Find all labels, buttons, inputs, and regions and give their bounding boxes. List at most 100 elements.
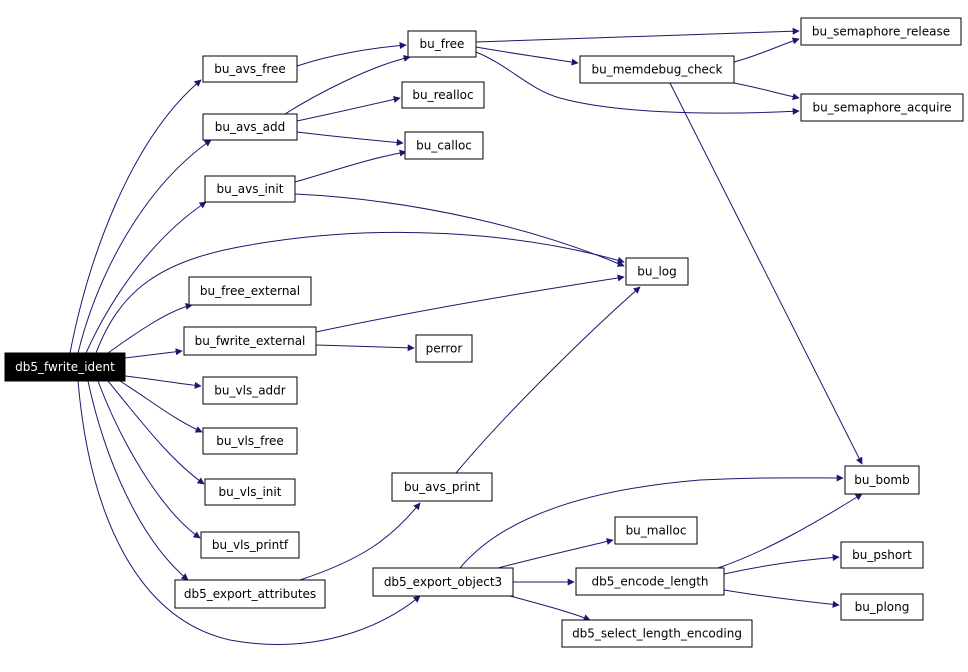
node-free-external[interactable]: bu_free_external	[188, 276, 312, 306]
edge-root-to-free-external	[107, 302, 193, 354]
edge-root-to-avs-add	[77, 139, 212, 354]
node-box-perror	[415, 334, 473, 363]
edge-root-to-vls-init	[107, 380, 205, 485]
edge-export-object3-to-malloc	[497, 538, 614, 569]
node-avs-add[interactable]: bu_avs_add	[202, 113, 298, 141]
edge-memdebug-check-to-semaphore-acquire	[733, 82, 800, 101]
node-export-object3[interactable]: db5_export_object3	[372, 567, 514, 597]
node-select-length-encoding[interactable]: db5_select_length_encoding	[561, 619, 753, 648]
edge-avs-init-to-calloc	[294, 149, 407, 183]
node-semaphore-acquire[interactable]: bu_semaphore_acquire	[800, 93, 964, 122]
node-label-vls-free: bu_vls_free	[216, 434, 284, 448]
edge-root-to-export-object3	[77, 380, 421, 645]
node-label-plong: bu_plong	[855, 600, 910, 614]
edge-root-to-avs-init	[85, 201, 207, 354]
node-box-vls-printf	[200, 531, 300, 559]
node-encode-length[interactable]: db5_encode_length	[575, 567, 725, 596]
node-memdebug-check[interactable]: bu_memdebug_check	[579, 55, 735, 84]
nodes-layer: db5_fwrite_ident bu_avs_free bu_avs_add bu_…	[4, 17, 964, 648]
node-log[interactable]: bu_log	[625, 257, 689, 286]
node-pshort[interactable]: bu_pshort	[840, 541, 924, 569]
edge-root-to-vls-printf	[97, 380, 201, 539]
node-vls-free[interactable]: bu_vls_free	[202, 427, 298, 455]
node-box-vls-init	[204, 478, 296, 506]
node-box-avs-free	[202, 55, 298, 83]
edge-avs-init-to-log	[294, 193, 625, 267]
edge-root-to-fwrite-external	[124, 348, 183, 359]
node-label-encode-length: db5_encode_length	[591, 575, 708, 589]
edge-export-attributes-to-avs-print	[299, 502, 421, 581]
edge-encode-length-to-bomb	[717, 493, 863, 569]
node-label-fwrite-external: bu_fwrite_external	[195, 334, 306, 348]
node-box-avs-init	[204, 175, 296, 203]
node-root[interactable]: db5_fwrite_ident	[4, 352, 126, 382]
edge-root-to-export-attributes	[87, 380, 189, 581]
node-label-vls-printf: bu_vls_printf	[212, 538, 289, 552]
node-avs-print[interactable]: bu_avs_print	[391, 472, 493, 502]
node-box-root	[4, 352, 126, 382]
node-export-attributes[interactable]: db5_export_attributes	[174, 579, 326, 609]
edge-free-to-semaphore-acquire	[475, 51, 800, 115]
node-calloc[interactable]: bu_calloc	[404, 131, 484, 160]
node-label-semaphore-acquire: bu_semaphore_acquire	[812, 101, 951, 115]
node-label-pshort: bu_pshort	[852, 548, 912, 562]
node-box-export-object3	[372, 567, 514, 597]
edge-free-to-semaphore-release	[475, 27, 800, 43]
node-vls-init[interactable]: bu_vls_init	[204, 478, 296, 506]
node-label-avs-add: bu_avs_add	[215, 120, 286, 134]
node-label-memdebug-check: bu_memdebug_check	[592, 63, 723, 77]
node-box-realloc	[401, 81, 485, 109]
node-box-free	[407, 30, 477, 58]
node-label-select-length-encoding: db5_select_length_encoding	[572, 627, 742, 641]
edge-avs-add-to-realloc	[296, 96, 401, 122]
node-box-vls-free	[202, 427, 298, 455]
node-avs-free[interactable]: bu_avs_free	[202, 55, 298, 83]
node-realloc[interactable]: bu_realloc	[401, 81, 485, 109]
edge-encode-length-to-pshort	[723, 553, 840, 575]
edge-root-to-log	[95, 231, 625, 354]
node-label-free-external: bu_free_external	[200, 284, 300, 298]
edge-fwrite-external-to-log	[315, 274, 625, 333]
node-box-encode-length	[575, 567, 725, 596]
node-box-vls-addr	[202, 376, 298, 405]
node-box-log	[625, 257, 689, 286]
node-box-export-attributes	[174, 579, 326, 609]
edge-free-to-memdebug-check	[475, 46, 579, 66]
node-box-semaphore-release	[800, 17, 962, 46]
node-box-bomb	[844, 465, 920, 495]
node-fwrite-external[interactable]: bu_fwrite_external	[183, 326, 317, 356]
node-box-avs-print	[391, 472, 493, 502]
node-bomb[interactable]: bu_bomb	[844, 465, 920, 495]
edge-root-to-vls-addr	[124, 375, 202, 389]
node-label-realloc: bu_realloc	[412, 88, 473, 102]
edges-layer	[69, 27, 863, 645]
node-box-plong	[840, 593, 924, 621]
edge-export-object3-to-bomb	[459, 474, 844, 569]
node-vls-printf[interactable]: bu_vls_printf	[200, 531, 300, 559]
node-avs-init[interactable]: bu_avs_init	[204, 175, 296, 203]
node-label-avs-print: bu_avs_print	[404, 480, 480, 494]
edge-avs-add-to-calloc	[296, 131, 404, 146]
node-label-export-object3: db5_export_object3	[384, 575, 502, 589]
node-box-calloc	[404, 131, 484, 160]
node-box-pshort	[840, 541, 924, 569]
node-label-free: bu_free	[420, 37, 465, 51]
node-label-export-attributes: db5_export_attributes	[184, 587, 316, 601]
node-box-select-length-encoding	[561, 619, 753, 648]
node-vls-addr[interactable]: bu_vls_addr	[202, 376, 298, 405]
node-box-avs-add	[202, 113, 298, 141]
node-label-semaphore-release: bu_semaphore_release	[812, 25, 950, 39]
node-free[interactable]: bu_free	[407, 30, 477, 58]
node-perror[interactable]: perror	[415, 334, 473, 363]
node-label-malloc: bu_malloc	[626, 524, 687, 538]
node-label-vls-addr: bu_vls_addr	[214, 384, 285, 398]
node-label-log: bu_log	[637, 265, 677, 279]
node-malloc[interactable]: bu_malloc	[614, 516, 698, 545]
edge-export-object3-to-select-length-encoding	[509, 595, 591, 621]
node-box-free-external	[188, 276, 312, 306]
edge-avs-free-to-free	[296, 42, 407, 67]
node-plong[interactable]: bu_plong	[840, 593, 924, 621]
edge-encode-length-to-plong	[723, 589, 840, 608]
node-semaphore-release[interactable]: bu_semaphore_release	[800, 17, 962, 46]
